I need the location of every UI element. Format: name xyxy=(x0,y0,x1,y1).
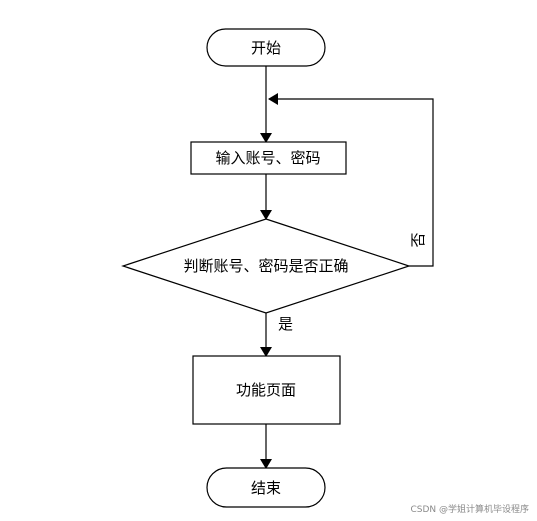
arrow-no-loop xyxy=(268,93,434,267)
yes-branch-label: 是 xyxy=(278,315,293,333)
end-terminator xyxy=(206,467,326,508)
input-process-box xyxy=(190,141,347,175)
csdn-watermark: CSDN @学姐计算机毕设程序 xyxy=(410,505,529,515)
no-branch-label: 否 xyxy=(409,232,427,247)
input-process-label: 输入账号、密码 xyxy=(215,149,320,167)
decision-label: 判断账号、密码是否正确 xyxy=(183,257,348,275)
function-page-label: 功能页面 xyxy=(236,381,296,399)
start-label: 开始 xyxy=(251,39,281,57)
end-label: 结束 xyxy=(251,479,281,497)
function-page-box xyxy=(192,355,341,425)
